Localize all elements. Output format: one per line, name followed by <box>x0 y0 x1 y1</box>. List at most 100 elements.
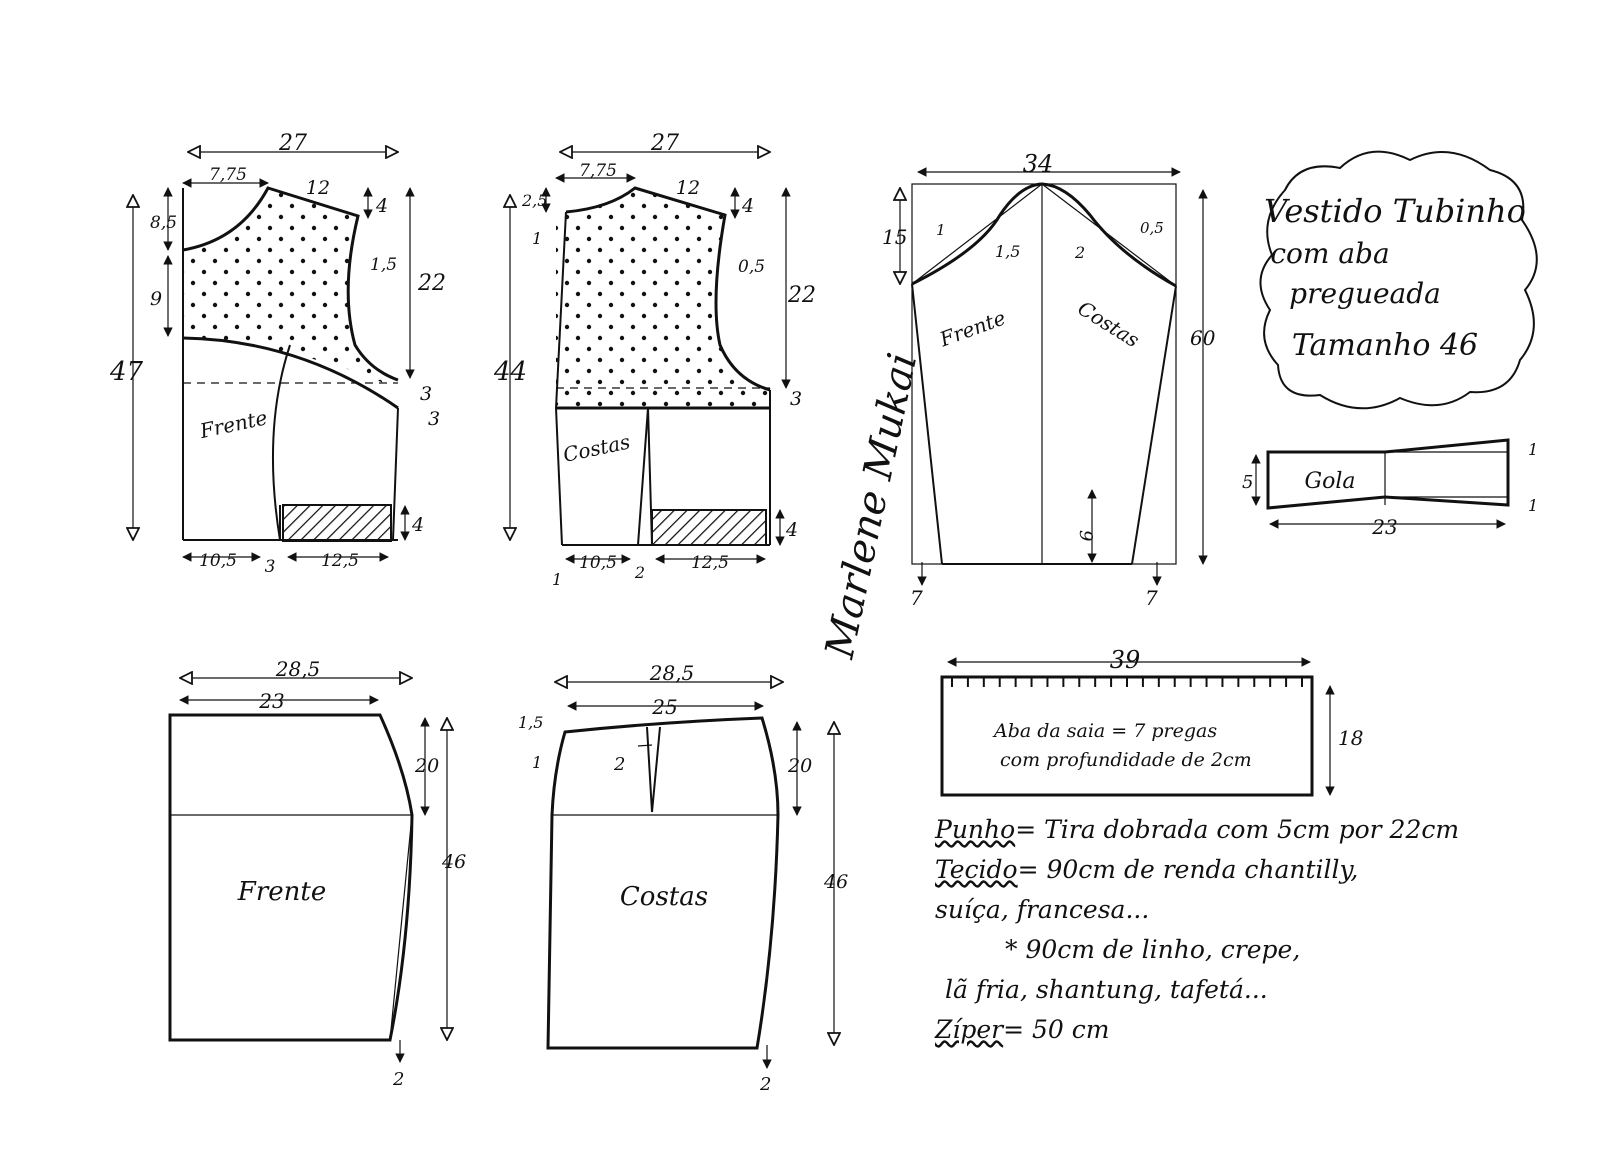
skirt-front-side-guide <box>389 814 413 1041</box>
note-ziper-label: Zíper <box>935 1015 1004 1044</box>
sleeve-left-hem: 7 <box>910 586 923 610</box>
bodice-back-neck-side: 1 <box>532 229 542 248</box>
bodice-back-left-waist: 10,5 <box>579 553 617 573</box>
bodice-back-left-ease: 1 <box>552 570 562 589</box>
bodice-back-total-length: 44 <box>493 357 527 387</box>
skirt-flap-pattern: 39 Aba da saia = 7 pregas com profundida… <box>940 646 1363 797</box>
bodice-front-dart-width: 3 <box>265 557 276 577</box>
title-line-4: Tamanho 46 <box>1292 328 1478 363</box>
title-line-3: pregueada <box>1289 277 1441 310</box>
title-cloud-outline <box>1259 150 1538 410</box>
bodice-back-shoulder-drop: 4 <box>741 195 754 217</box>
note-tecido-line-2: suíça, francesa... <box>935 895 1150 924</box>
skirt-front-hip-depth: 20 <box>414 755 439 777</box>
skirt-back-label: Costas <box>620 882 708 912</box>
skirt-back-dart <box>646 726 661 813</box>
skirt-back-hem: 2 <box>759 1074 771 1095</box>
skirt-back-length: 46 <box>823 871 848 893</box>
skirt-front-label: Frente <box>237 877 326 907</box>
bodice-back-waist-band: 4 <box>785 519 798 541</box>
bodice-back-center-top <box>555 211 567 409</box>
bodice-back-shoulder: 12 <box>676 177 700 199</box>
flap-width: 39 <box>1110 646 1141 674</box>
note-ziper: Zíper= 50 cm <box>935 1010 1555 1050</box>
bodice-back-pattern: 27 7,75 12 4 44 2,5 1 0,5 22 3 4 Costas … <box>493 131 816 589</box>
bodice-back-dart: 3 <box>790 388 802 410</box>
sleeve-front-curve: 1,5 <box>995 242 1020 261</box>
bodice-back-width: 27 <box>650 131 679 156</box>
skirt-back-top-width: 25 <box>651 695 677 719</box>
sleeve-frame <box>911 183 1177 565</box>
skirt-back-width: 28,5 <box>649 661 695 685</box>
sleeve-back-curve: 2 <box>1074 243 1085 262</box>
title-line-1: Vestido Tubinho <box>1264 192 1526 230</box>
bodice-front-band <box>282 504 392 542</box>
bodice-front-right-waist: 12,5 <box>321 551 359 571</box>
bodice-front-shoulder-drop: 4 <box>375 195 388 217</box>
bodice-front-waist-band: 4 <box>411 514 424 536</box>
skirt-back-dart-label: 2 <box>613 754 625 775</box>
note-tecido-text: = 90cm de renda chantilly, <box>1017 855 1359 884</box>
bodice-front-dart-b: 3 <box>428 408 440 430</box>
collar-label: Gola <box>1305 469 1356 494</box>
sleeve-front-label: Frente <box>936 306 1009 352</box>
collar-length: 23 <box>1371 515 1397 539</box>
skirt-front-pattern: 28,5 23 Frente 20 46 2 <box>168 657 466 1090</box>
skirt-back-pattern: 28,5 25 2 1,5 1 Costas 20 46 2 <box>518 661 848 1095</box>
bodice-back-armhole-curve: 0,5 <box>738 257 765 277</box>
bodice-back-dart-left <box>637 407 649 546</box>
note-punho-text: = Tira dobrada com 5cm por 22cm <box>1015 815 1460 844</box>
bodice-back-dart-width: 2 <box>634 563 645 582</box>
bodice-front-left-waist: 10,5 <box>199 551 237 571</box>
skirt-back-dart-pointer <box>637 744 653 747</box>
bodice-front-upper-outline <box>182 186 399 382</box>
designer-signature: Marlene Mukai <box>817 349 927 663</box>
collar-bottom-raise: 1 <box>1528 496 1538 515</box>
title-line-2: com aba <box>1270 237 1389 270</box>
skirt-front-hem: 2 <box>392 1069 404 1090</box>
note-tecido-label: Tecido <box>935 855 1018 884</box>
bodice-back-label: Costas <box>561 429 632 467</box>
bodice-front-dart-left <box>271 344 291 541</box>
bodice-front-dart-a: 3 <box>420 383 432 405</box>
sleeve-right-hem: 7 <box>1145 586 1158 610</box>
bodice-back-right-waist: 12,5 <box>691 553 729 573</box>
sleeve-cap-curve <box>911 182 1177 288</box>
bodice-front-pattern: 27 7,75 12 4 47 8,5 9 1,5 22 3 3 4 Frent… <box>109 131 446 577</box>
sleeve-cap-guide-front <box>911 183 1043 285</box>
skirt-front-outline <box>168 713 414 1042</box>
bodice-front-upper: 9 <box>150 288 162 310</box>
skirt-back-hip-depth: 20 <box>787 755 812 777</box>
bodice-front-neck-depth: 8,5 <box>150 213 177 233</box>
title-cloud: Vestido Tubinho com aba pregueada Tamanh… <box>1259 150 1538 410</box>
skirt-back-raise: 1,5 <box>518 713 543 732</box>
sleeve-width: 34 <box>1023 150 1054 178</box>
sleeve-pattern: 34 15 1 1,5 2 0,5 Frente Costas 60 9 7 7 <box>882 150 1216 610</box>
note-punho: Punho= Tira dobrada com 5cm por 22cm <box>935 810 1555 850</box>
note-tecido: Tecido= 90cm de renda chantilly, <box>935 850 1555 890</box>
skirt-front-width: 28,5 <box>275 657 321 681</box>
flap-pleat-ticks <box>951 677 1303 687</box>
bodice-back-neck-depth: 2,5 <box>521 191 547 210</box>
notes-panel: Punho= Tira dobrada com 5cm por 22cm Tec… <box>935 810 1555 1050</box>
bodice-front-armhole-curve: 1,5 <box>370 255 397 275</box>
note-ziper-text: = 50 cm <box>1003 1015 1110 1044</box>
collar-height: 5 <box>1242 472 1253 493</box>
flap-text-line-2: com profundidade de 2cm <box>1000 749 1252 771</box>
sleeve-cap-height: 15 <box>882 225 907 249</box>
bodice-back-lace <box>556 188 770 408</box>
sleeve-back-label: Costas <box>1074 296 1144 352</box>
bodice-back-neck-width: 7,75 <box>579 161 617 181</box>
sleeve-front-side <box>911 283 943 565</box>
collar-top-raise: 1 <box>1528 440 1538 459</box>
skirt-front-top-width: 23 <box>258 689 284 713</box>
skirt-back-side: 1 <box>532 753 542 772</box>
bodice-back-center <box>555 407 563 546</box>
sleeve-back-point: 0,5 <box>1140 219 1164 237</box>
bodice-front-side-length: 22 <box>417 271 446 296</box>
bodice-front-side <box>392 407 399 541</box>
sleeve-slit: 9 <box>1075 530 1096 541</box>
sleeve-length: 60 <box>1190 326 1216 350</box>
bodice-front-total-length: 47 <box>109 357 144 387</box>
